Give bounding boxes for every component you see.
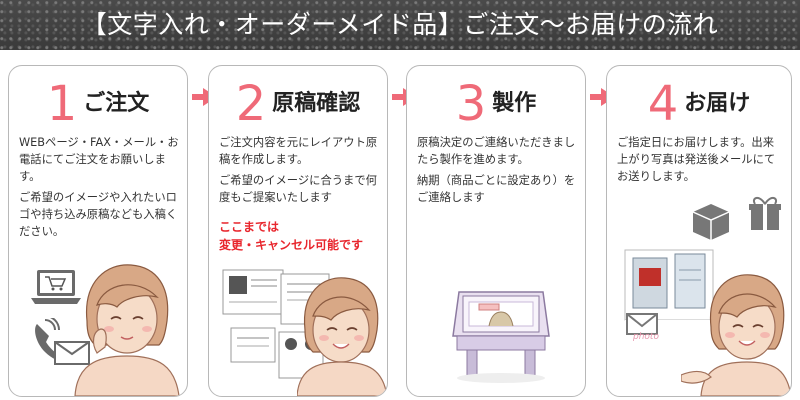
step-number: 4 bbox=[647, 76, 679, 132]
change-cancel-notice: ここまでは 変更・キャンセル可能です bbox=[219, 218, 363, 254]
gift-icon bbox=[749, 197, 781, 230]
woman-smiling-illustration bbox=[297, 277, 387, 396]
step-text: WEBページ・FAX・メール・お電話にてご注文をお願いします。 bbox=[19, 136, 179, 183]
header-banner bbox=[0, 0, 800, 50]
laptop-cart-icon bbox=[31, 270, 81, 304]
step-title: ご注文 bbox=[83, 91, 150, 116]
layout-draft-icon bbox=[222, 269, 330, 379]
step-text: 納期（商品ごとに設定あり）をご連絡します bbox=[417, 174, 576, 204]
step-description: ご注文内容を元にレイアウト原稿を作成します。 ご希望のイメージに合うまで何度もご… bbox=[219, 134, 379, 210]
step-title: 製作 bbox=[492, 91, 537, 116]
step-number: 1 bbox=[46, 76, 78, 132]
step-text: ご指定日にお届けします。出来上がり写真は発送後メールにてお送りします。 bbox=[617, 136, 776, 183]
flow-arrow-tail bbox=[192, 94, 204, 100]
step-description: WEBページ・FAX・メール・お電話にてご注文をお願いします。 ご希望のイメージ… bbox=[19, 134, 179, 244]
woman-presenting-illustration bbox=[681, 274, 791, 396]
warning-line: ここまでは bbox=[219, 220, 280, 234]
woman-phone-illustration bbox=[74, 264, 180, 396]
flow-arrow-tail bbox=[590, 94, 602, 100]
step-text: ご希望のイメージに合うまで何度もご提案いたします bbox=[219, 174, 377, 204]
step-number: 2 bbox=[235, 76, 267, 132]
flow-arrow-tail bbox=[392, 94, 404, 100]
phone-envelope-icon bbox=[35, 318, 90, 365]
step-text: 原稿決定のご連絡いただきましたら製作を進めます。 bbox=[417, 136, 576, 166]
production-machine-icon bbox=[452, 291, 550, 383]
step-title: お届け bbox=[684, 91, 751, 116]
photo-label: photo bbox=[633, 332, 659, 342]
step-text: ご注文内容を元にレイアウト原稿を作成します。 bbox=[219, 136, 378, 166]
step-description: ご指定日にお届けします。出来上がり写真は発送後メールにてお送りします。 bbox=[617, 134, 783, 189]
step-number: 3 bbox=[455, 76, 487, 132]
envelope-icon bbox=[626, 313, 658, 335]
warning-line: 変更・キャンセル可能です bbox=[219, 238, 364, 252]
photo-icon bbox=[624, 249, 714, 334]
box-icon bbox=[692, 204, 730, 240]
step-title: 原稿確認 bbox=[272, 91, 361, 116]
step-description: 原稿決定のご連絡いただきましたら製作を進めます。 納期（商品ごとに設定あり）をご… bbox=[417, 134, 577, 210]
page-title: 【文字入れ・オーダーメイド品】ご注文〜お届けの流れ bbox=[81, 10, 719, 39]
step-text: ご希望のイメージや入れたいロゴや持ち込み原稿なども入稿ください。 bbox=[19, 191, 178, 238]
